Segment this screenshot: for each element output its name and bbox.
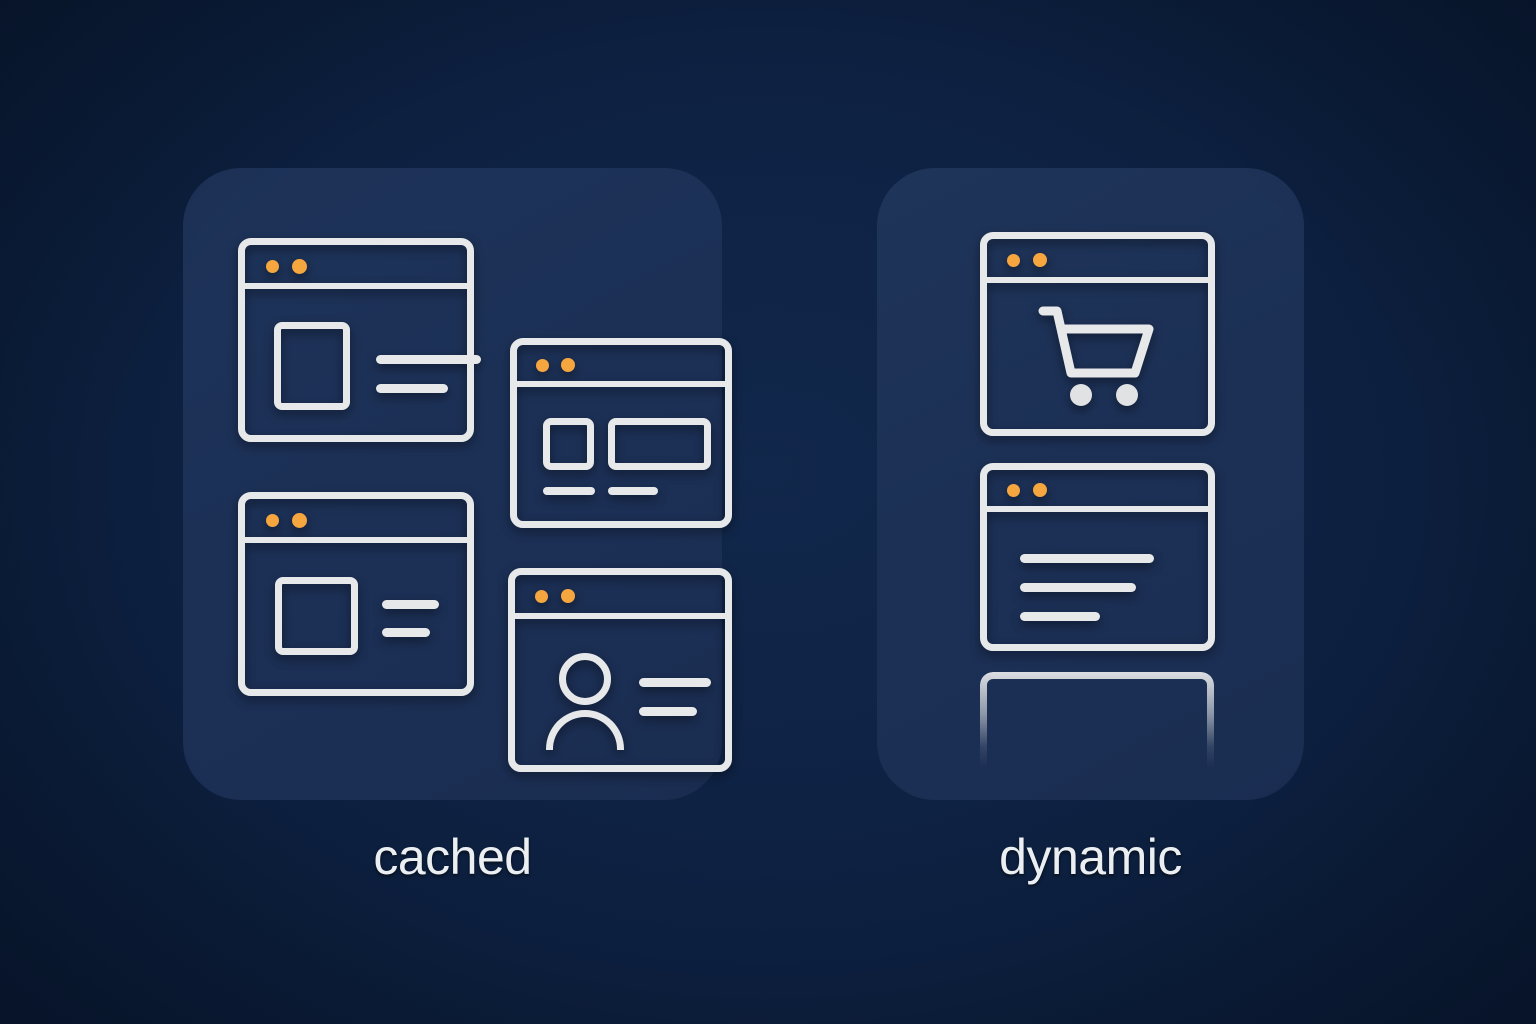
text-line <box>543 487 595 495</box>
window-dot-orange <box>1007 484 1020 497</box>
dynamic-window-text-lines[interactable] <box>980 463 1215 651</box>
avatar-head-icon <box>559 653 611 705</box>
text-line <box>608 487 658 495</box>
window-dot-orange <box>266 260 279 273</box>
text-line <box>1020 554 1154 563</box>
window-dot-orange <box>266 514 279 527</box>
card-dynamic[interactable] <box>877 168 1304 800</box>
text-line <box>382 600 439 609</box>
cached-window-thumbnail-bottom[interactable] <box>238 492 474 696</box>
thumbnail-placeholder <box>274 322 350 410</box>
window-dot-orange <box>536 359 549 372</box>
window-titlebar <box>245 499 467 543</box>
label-cached: cached <box>373 829 532 885</box>
window-dot-orange <box>535 590 548 603</box>
text-line <box>1020 612 1100 621</box>
tile-small <box>543 418 594 470</box>
window-dot-orange <box>292 513 307 528</box>
cached-window-thumbnail-top[interactable] <box>238 238 481 442</box>
window-dot-orange <box>292 259 307 274</box>
tile-wide <box>608 418 711 470</box>
window-dot-orange <box>1033 253 1047 267</box>
text-line <box>382 628 430 637</box>
window-dot-orange <box>1007 254 1020 267</box>
window-dot-orange <box>561 589 575 603</box>
text-line <box>376 355 481 364</box>
cached-window-grid-tiles[interactable] <box>510 338 732 528</box>
text-line <box>639 707 697 716</box>
window-dot-orange <box>561 358 575 372</box>
text-line <box>376 384 448 393</box>
label-dynamic: dynamic <box>999 829 1182 885</box>
cached-window-profile[interactable] <box>508 568 732 772</box>
dynamic-window-cart[interactable] <box>980 232 1215 436</box>
window-titlebar <box>517 345 725 387</box>
text-line <box>1020 583 1136 592</box>
thumbnail-placeholder <box>275 577 358 655</box>
window-dot-orange <box>1033 483 1047 497</box>
window-titlebar <box>987 239 1208 283</box>
shopping-cart-icon <box>1038 306 1154 406</box>
avatar-body-icon <box>546 710 624 750</box>
dynamic-window-fading <box>980 672 1214 792</box>
window-titlebar <box>245 245 467 289</box>
text-line <box>639 678 711 687</box>
window-titlebar <box>515 575 725 619</box>
window-titlebar <box>987 470 1208 512</box>
